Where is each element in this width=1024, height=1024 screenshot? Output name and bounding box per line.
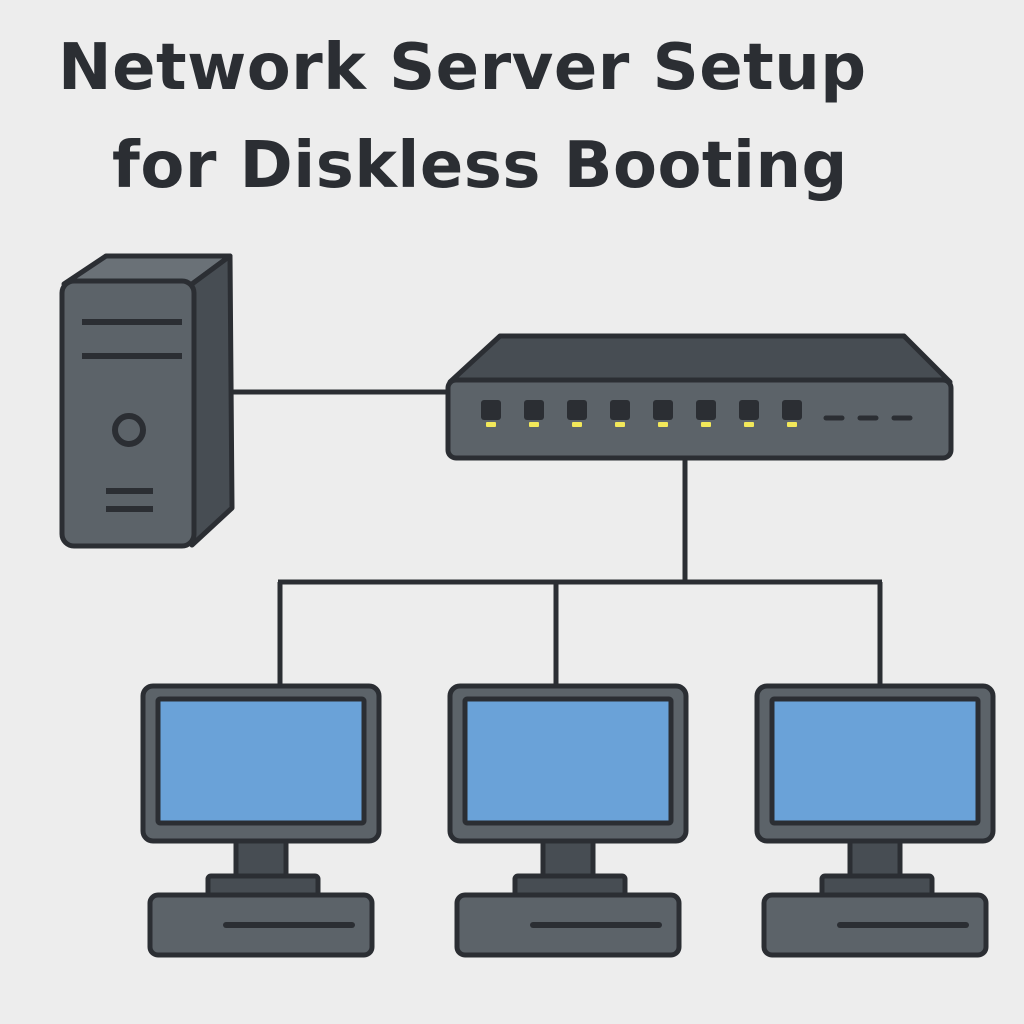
switch-ports: [481, 400, 802, 427]
client-computers: [140, 683, 996, 958]
port-led: [529, 422, 539, 427]
title-line-1: Network Server Setup: [58, 31, 867, 105]
port-led: [658, 422, 668, 427]
network-links: [232, 389, 883, 686]
port-led: [787, 422, 797, 427]
monitor-screen: [769, 696, 981, 826]
switch-port-icon: [782, 400, 802, 427]
port-led: [744, 422, 754, 427]
switch-port-icon: [567, 400, 587, 427]
switch-port-icon: [696, 400, 716, 427]
port-led: [572, 422, 582, 427]
switch-port-icon: [524, 400, 544, 427]
switch-port-icon: [653, 400, 673, 427]
diskless-client-computer-icon: [447, 683, 689, 958]
port-led: [486, 422, 496, 427]
switch-port-icon: [610, 400, 630, 427]
switch-port-icon: [481, 400, 501, 427]
title-line-2: for Diskless Booting: [112, 129, 848, 203]
network-switch-icon: [445, 333, 954, 461]
diskless-client-computer-icon: [754, 683, 996, 958]
port-led: [615, 422, 625, 427]
server-tower-icon: [59, 253, 235, 549]
switch-port-icon: [739, 400, 759, 427]
monitor-screen: [155, 696, 367, 826]
port-led: [701, 422, 711, 427]
monitor-screen: [462, 696, 674, 826]
diskless-client-computer-icon: [140, 683, 382, 958]
